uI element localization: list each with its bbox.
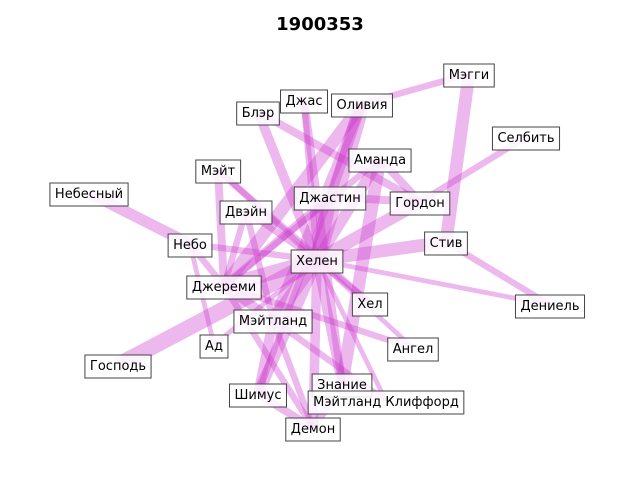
edge-helen-mclifford	[314, 258, 389, 403]
node-label-znanie: Знание	[317, 378, 367, 393]
edge-olivia-jeremy	[218, 100, 368, 290]
node-label-nebesny: Небесный	[55, 187, 123, 202]
node-nebo: Небо	[167, 233, 213, 258]
node-demon: Демон	[285, 417, 341, 442]
edge-dwayne-maitland	[242, 210, 277, 321]
edge-helen-ad	[212, 258, 319, 347]
node-label-demon: Демон	[291, 422, 335, 437]
node-label-gospod: Господь	[90, 359, 146, 374]
node-box-gospod	[84, 354, 152, 379]
node-box-olivia	[331, 93, 393, 118]
node-box-maggie	[443, 63, 495, 88]
node-label-shamus: Шимус	[235, 388, 282, 403]
node-box-shamus	[229, 383, 287, 408]
node-box-steve	[424, 231, 468, 256]
node-label-justin: Джастин	[299, 191, 361, 206]
node-mayt: Мэйт	[195, 159, 242, 184]
node-hel: Хел	[351, 292, 389, 317]
node-label-angel: Ангел	[393, 342, 434, 357]
node-label-steve: Стив	[430, 236, 463, 251]
node-box-gordon	[389, 191, 451, 216]
node-label-hel: Хел	[357, 297, 382, 312]
node-label-olivia: Оливия	[337, 98, 388, 113]
edge-amanda-jeremy	[221, 156, 383, 289]
edge-helen-gospod	[114, 252, 321, 373]
node-helen: Хелен	[290, 249, 344, 274]
node-jas: Джас	[280, 89, 328, 114]
node-box-nebo	[167, 233, 213, 258]
node-gordon: Гордон	[389, 191, 451, 216]
node-nebesny: Небесный	[49, 182, 129, 207]
node-label-gordon: Гордон	[395, 196, 445, 211]
edge-helen-blair	[253, 110, 322, 262]
node-label-nebo: Небо	[173, 238, 207, 253]
node-label-blair: Блэр	[242, 106, 275, 121]
graph-title: 1900353	[276, 14, 364, 35]
edge-mayt-jeremy	[214, 169, 228, 287]
edge-justin-jeremy	[221, 193, 333, 290]
edge-justin-shamus	[254, 195, 334, 396]
node-olivia: Оливия	[331, 93, 393, 118]
node-steve: Стив	[424, 231, 468, 256]
edge-helen-daniel	[316, 257, 551, 308]
node-box-daniel	[514, 294, 586, 319]
node-box-dwayne	[219, 200, 273, 225]
node-mclifford: Мэйтланд Клиффорд	[307, 390, 465, 415]
node-label-dwayne: Двэйн	[225, 205, 267, 220]
node-maitland: Мэйтланд	[233, 309, 313, 334]
node-label-daniel: Дениель	[520, 299, 579, 314]
node-label-selbit: Селбить	[497, 131, 554, 146]
node-amanda: Аманда	[348, 148, 412, 173]
node-box-jeremy	[186, 275, 262, 300]
node-label-mayt: Мэйт	[201, 164, 236, 179]
edge-helen-jas	[300, 99, 321, 261]
node-justin: Джастин	[293, 186, 367, 211]
node-label-ad: Ад	[205, 339, 223, 354]
node-gospod: Господь	[84, 354, 152, 379]
node-label-maggie: Мэгги	[449, 68, 489, 83]
edge-olivia-maitland	[268, 102, 367, 322]
node-daniel: Дениель	[514, 294, 586, 319]
node-label-jeremy: Джереми	[192, 280, 256, 295]
node-box-angel	[387, 337, 439, 362]
edge-jas-znanie	[300, 99, 346, 385]
node-box-blair	[236, 101, 280, 126]
edge-mayt-hel	[215, 167, 373, 306]
node-box-demon	[285, 417, 341, 442]
node-shamus: Шимус	[229, 383, 287, 408]
node-label-amanda: Аманда	[354, 153, 406, 168]
node-box-helen	[290, 249, 344, 274]
node-box-jas	[280, 89, 328, 114]
edge-amanda-znanie	[335, 157, 387, 386]
node-box-amanda	[348, 148, 412, 173]
node-ad: Ад	[199, 334, 229, 359]
node-jeremy: Джереми	[186, 275, 262, 300]
node-dwayne: Двэйн	[219, 200, 273, 225]
edge-gordon-blair	[256, 108, 422, 206]
node-selbit: Селбить	[491, 126, 561, 151]
node-label-mclifford: Мэйтланд Клиффорд	[313, 395, 459, 410]
node-label-helen: Хелен	[296, 254, 338, 269]
node-box-mayt	[195, 159, 242, 184]
node-box-ad	[199, 334, 229, 359]
node-blair: Блэр	[236, 101, 280, 126]
edge-maggie-steve	[439, 73, 476, 243]
node-label-maitland: Мэйтланд	[239, 314, 307, 329]
node-angel: Ангел	[387, 337, 439, 362]
node-box-justin	[293, 186, 367, 211]
node-box-mclifford	[307, 390, 465, 415]
edge-helen-znanie	[312, 259, 347, 385]
node-label-jas: Джас	[286, 94, 323, 109]
node-box-hel	[351, 292, 389, 317]
edge-maitland-demon	[269, 318, 317, 430]
edge-olivia-justin	[325, 102, 367, 199]
node-box-maitland	[233, 309, 313, 334]
node-box-nebesny	[49, 182, 129, 207]
edge-helen-olivia	[309, 101, 370, 263]
node-box-selbit	[491, 126, 561, 151]
node-maggie: Мэгги	[443, 63, 495, 88]
